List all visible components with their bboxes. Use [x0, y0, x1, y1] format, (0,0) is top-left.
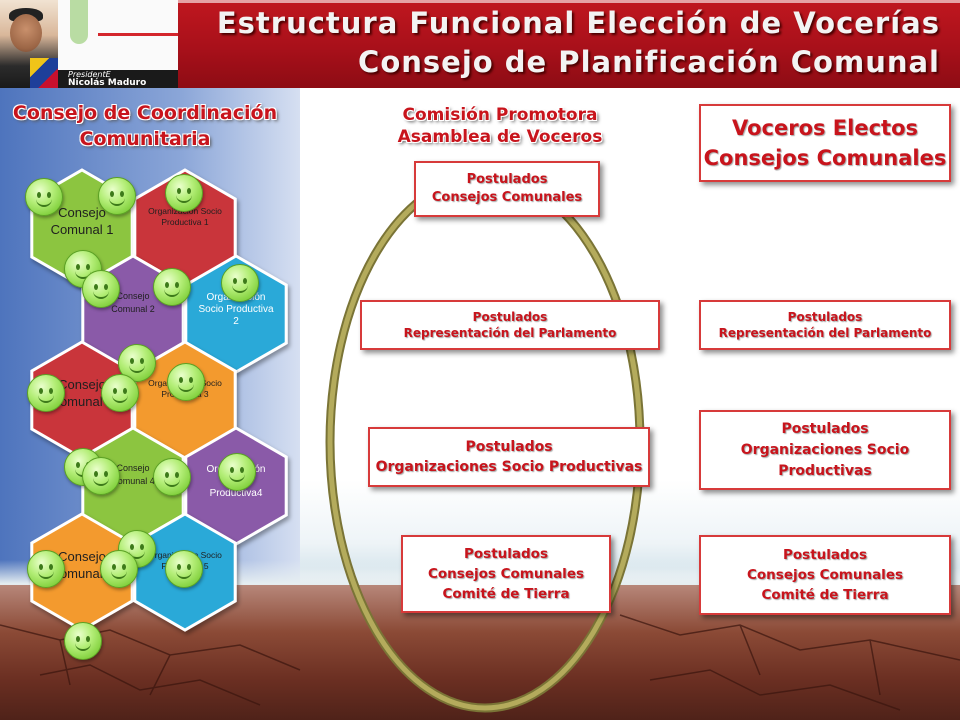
page-title-line2: Consejo de Planificación Comunal: [358, 45, 940, 79]
middle-box-organizaciones: Postulados Organizaciones Socio Producti…: [368, 427, 650, 487]
box-line: Postulados: [465, 439, 553, 455]
page-title: Estructura Funcional Elección de Vocería…: [200, 4, 940, 82]
smiley-face-icon: [153, 268, 191, 306]
smiley-face-icon: [101, 374, 139, 412]
hexagon-label: Consejo Comunal 1: [50, 205, 114, 237]
hexagon-label: Consejo Comunal 2: [111, 291, 155, 314]
box-line: Postulados: [472, 310, 548, 324]
smiley-face-icon: [25, 178, 63, 216]
box-line: Consejos Comunales: [427, 566, 585, 582]
box-line: Postulados: [781, 420, 869, 437]
header-title-bar: [178, 0, 960, 88]
right-section-title-line2: Consejos Comunales: [703, 146, 947, 170]
box-line: Comité de Tierra: [761, 587, 889, 603]
smiley-face-icon: [27, 550, 65, 588]
left-section-title-line2: Comunitaria: [79, 128, 211, 150]
right-box-comite-tierra: Postulados Consejos Comunales Comité de …: [699, 535, 951, 615]
president-photo: [0, 0, 58, 88]
header-red-line: [98, 33, 178, 36]
smiley-face-icon: [27, 374, 65, 412]
box-line: Postulados: [464, 546, 548, 562]
left-section-title-line1: Consejo de Coordinación: [12, 102, 278, 124]
president-title: PresidentE: [68, 70, 111, 79]
smiley-face-icon: [153, 458, 191, 496]
box-line: Organizaciones Socio: [740, 441, 910, 458]
smiley-face-icon: [98, 177, 136, 215]
middle-box-comite-tierra: Postulados Consejos Comunales Comité de …: [401, 535, 611, 613]
right-box-parlamento: Postulados Representación del Parlamento: [699, 300, 951, 350]
box-line: Productivas: [778, 462, 872, 479]
smiley-face-icon: [221, 264, 259, 302]
middle-box-consejos-comunales: Postulados Consejos Comunales: [414, 161, 600, 217]
smiley-face-icon: [165, 174, 203, 212]
green-logo-mark: [70, 0, 88, 44]
box-line: Postulados: [783, 547, 867, 563]
hexagon-label: Consejo Comunal 3: [50, 377, 114, 409]
box-line: Representación del Parlamento: [718, 326, 932, 340]
middle-section-title: Comisión Promotora Asamblea de Voceros: [380, 104, 620, 148]
cracked-earth-lines: [0, 614, 960, 711]
hexagon-label: Consejo Comunal 4: [111, 463, 155, 486]
right-section-title-line1: Voceros Electos: [731, 116, 919, 140]
smiley-face-icon: [82, 457, 120, 495]
middle-box-parlamento: Postulados Representación del Parlamento: [360, 300, 660, 350]
box-line: Postulados: [466, 172, 548, 187]
box-line: Organizaciones Socio Productivas: [375, 459, 643, 475]
middle-section-title-line1: Comisión Promotora: [402, 105, 598, 125]
president-name: Nicolás Maduro: [68, 78, 147, 88]
smiley-face-icon: [167, 363, 205, 401]
smiley-face-icon: [64, 622, 102, 660]
box-line: Consejos Comunales: [431, 190, 583, 205]
smiley-face-icon: [82, 270, 120, 308]
right-section-title: Voceros Electos Consejos Comunales: [699, 104, 951, 182]
smiley-face-icon: [218, 453, 256, 491]
president-caption: [58, 70, 178, 88]
left-section-title: Consejo de Coordinación Comunitaria: [0, 100, 290, 152]
hexagon-label: Consejo Comunal 5: [50, 549, 114, 581]
box-line: Comité de Tierra: [442, 586, 570, 602]
right-box-organizaciones: Postulados Organizaciones Socio Producti…: [699, 410, 951, 490]
page-title-line1: Estructura Funcional Elección de Vocería…: [216, 6, 940, 40]
box-line: Consejos Comunales: [746, 567, 904, 583]
box-line: Representación del Parlamento: [403, 326, 617, 340]
middle-section-title-line2: Asamblea de Voceros: [397, 127, 603, 147]
smiley-face-icon: [165, 550, 203, 588]
smiley-face-icon: [100, 550, 138, 588]
box-line: Postulados: [787, 310, 863, 324]
header: PresidentE Nicolás Maduro Estructura Fun…: [0, 0, 960, 88]
